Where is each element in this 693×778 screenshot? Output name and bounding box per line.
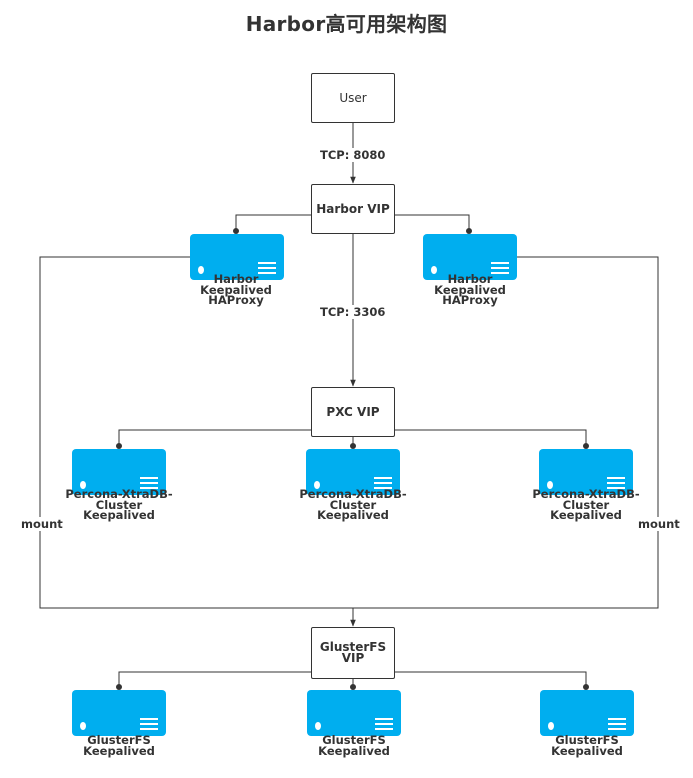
endpoint-dot [116,443,122,449]
endpoint-dot [350,684,356,690]
server-gluster-3 [540,690,634,736]
server-vent-icon [608,715,626,730]
server-vent-icon [375,715,393,730]
edge-mount-left [39,256,353,609]
endpoint-dot [116,684,122,690]
server-vent-icon [258,259,276,274]
server-led-icon [547,481,553,489]
server-vent-icon [140,715,158,730]
edge-label-mount-left: mount [20,517,64,531]
endpoint-dot [583,443,589,449]
server-led-icon [315,722,321,730]
glusterfs-vip-label-line1: GlusterFS [319,640,387,654]
server-gluster-1 [72,690,166,736]
edge-pxc-vip-pxc-1 [118,429,311,445]
server-gluster-2 [307,690,401,736]
server-led-icon [548,722,554,730]
edge-label-tcp-8080: TCP: 8080 [319,148,387,162]
server-led-icon [198,266,204,274]
edge-harbor-vip-harbor-2 [395,214,470,230]
pxc-vip-label: PXC VIP [326,404,380,419]
server-vent-icon [607,474,625,489]
glusterfs-vip-node: GlusterFS VIP [311,627,395,679]
server-vent-icon [491,259,509,274]
endpoint-dot [583,684,589,690]
endpoint-dot [350,443,356,449]
harbor-vip-label: Harbor VIP [316,201,390,216]
server-vent-icon [140,474,158,489]
harbor-vip-node: Harbor VIP [311,184,395,234]
server-pxc-3 [539,449,633,495]
edge-label-tcp-3306: TCP: 3306 [319,305,387,319]
edge-label-mount-right: mount [637,517,681,531]
edge-gluster-vip-gluster-1 [118,671,311,686]
server-vent-icon [374,474,392,489]
endpoint-dot [466,228,472,234]
pxc-vip-node: PXC VIP [311,387,395,437]
glusterfs-vip-label-line2: VIP [341,651,365,665]
server-led-icon [431,266,437,274]
server-led-icon [80,722,86,730]
edge-pxc-vip-pxc-3 [395,429,587,445]
server-led-icon [80,481,86,489]
server-led-icon [314,481,320,489]
edge-gluster-vip-gluster-3 [395,671,587,686]
server-harbor-1 [190,234,284,280]
edge-harbor-vip-harbor-1 [235,214,311,230]
server-pxc-1 [72,449,166,495]
edge-mount-right [353,256,659,609]
user-node-label: User [339,90,367,105]
endpoint-dot [233,228,239,234]
diagram-title: Harbor高可用架构图 [245,12,448,36]
user-node: User [311,73,395,123]
server-pxc-2 [306,449,400,495]
server-harbor-2 [423,234,517,280]
